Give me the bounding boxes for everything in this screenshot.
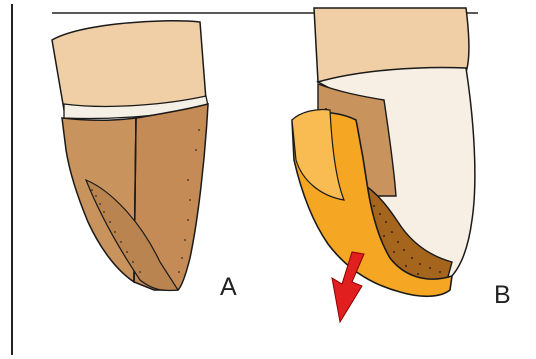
panel-a (52, 21, 208, 291)
panel-label-a: A (220, 275, 237, 300)
panel-label-b: B (494, 283, 511, 308)
gingiva-a (52, 21, 206, 110)
panel-b (292, 8, 475, 322)
